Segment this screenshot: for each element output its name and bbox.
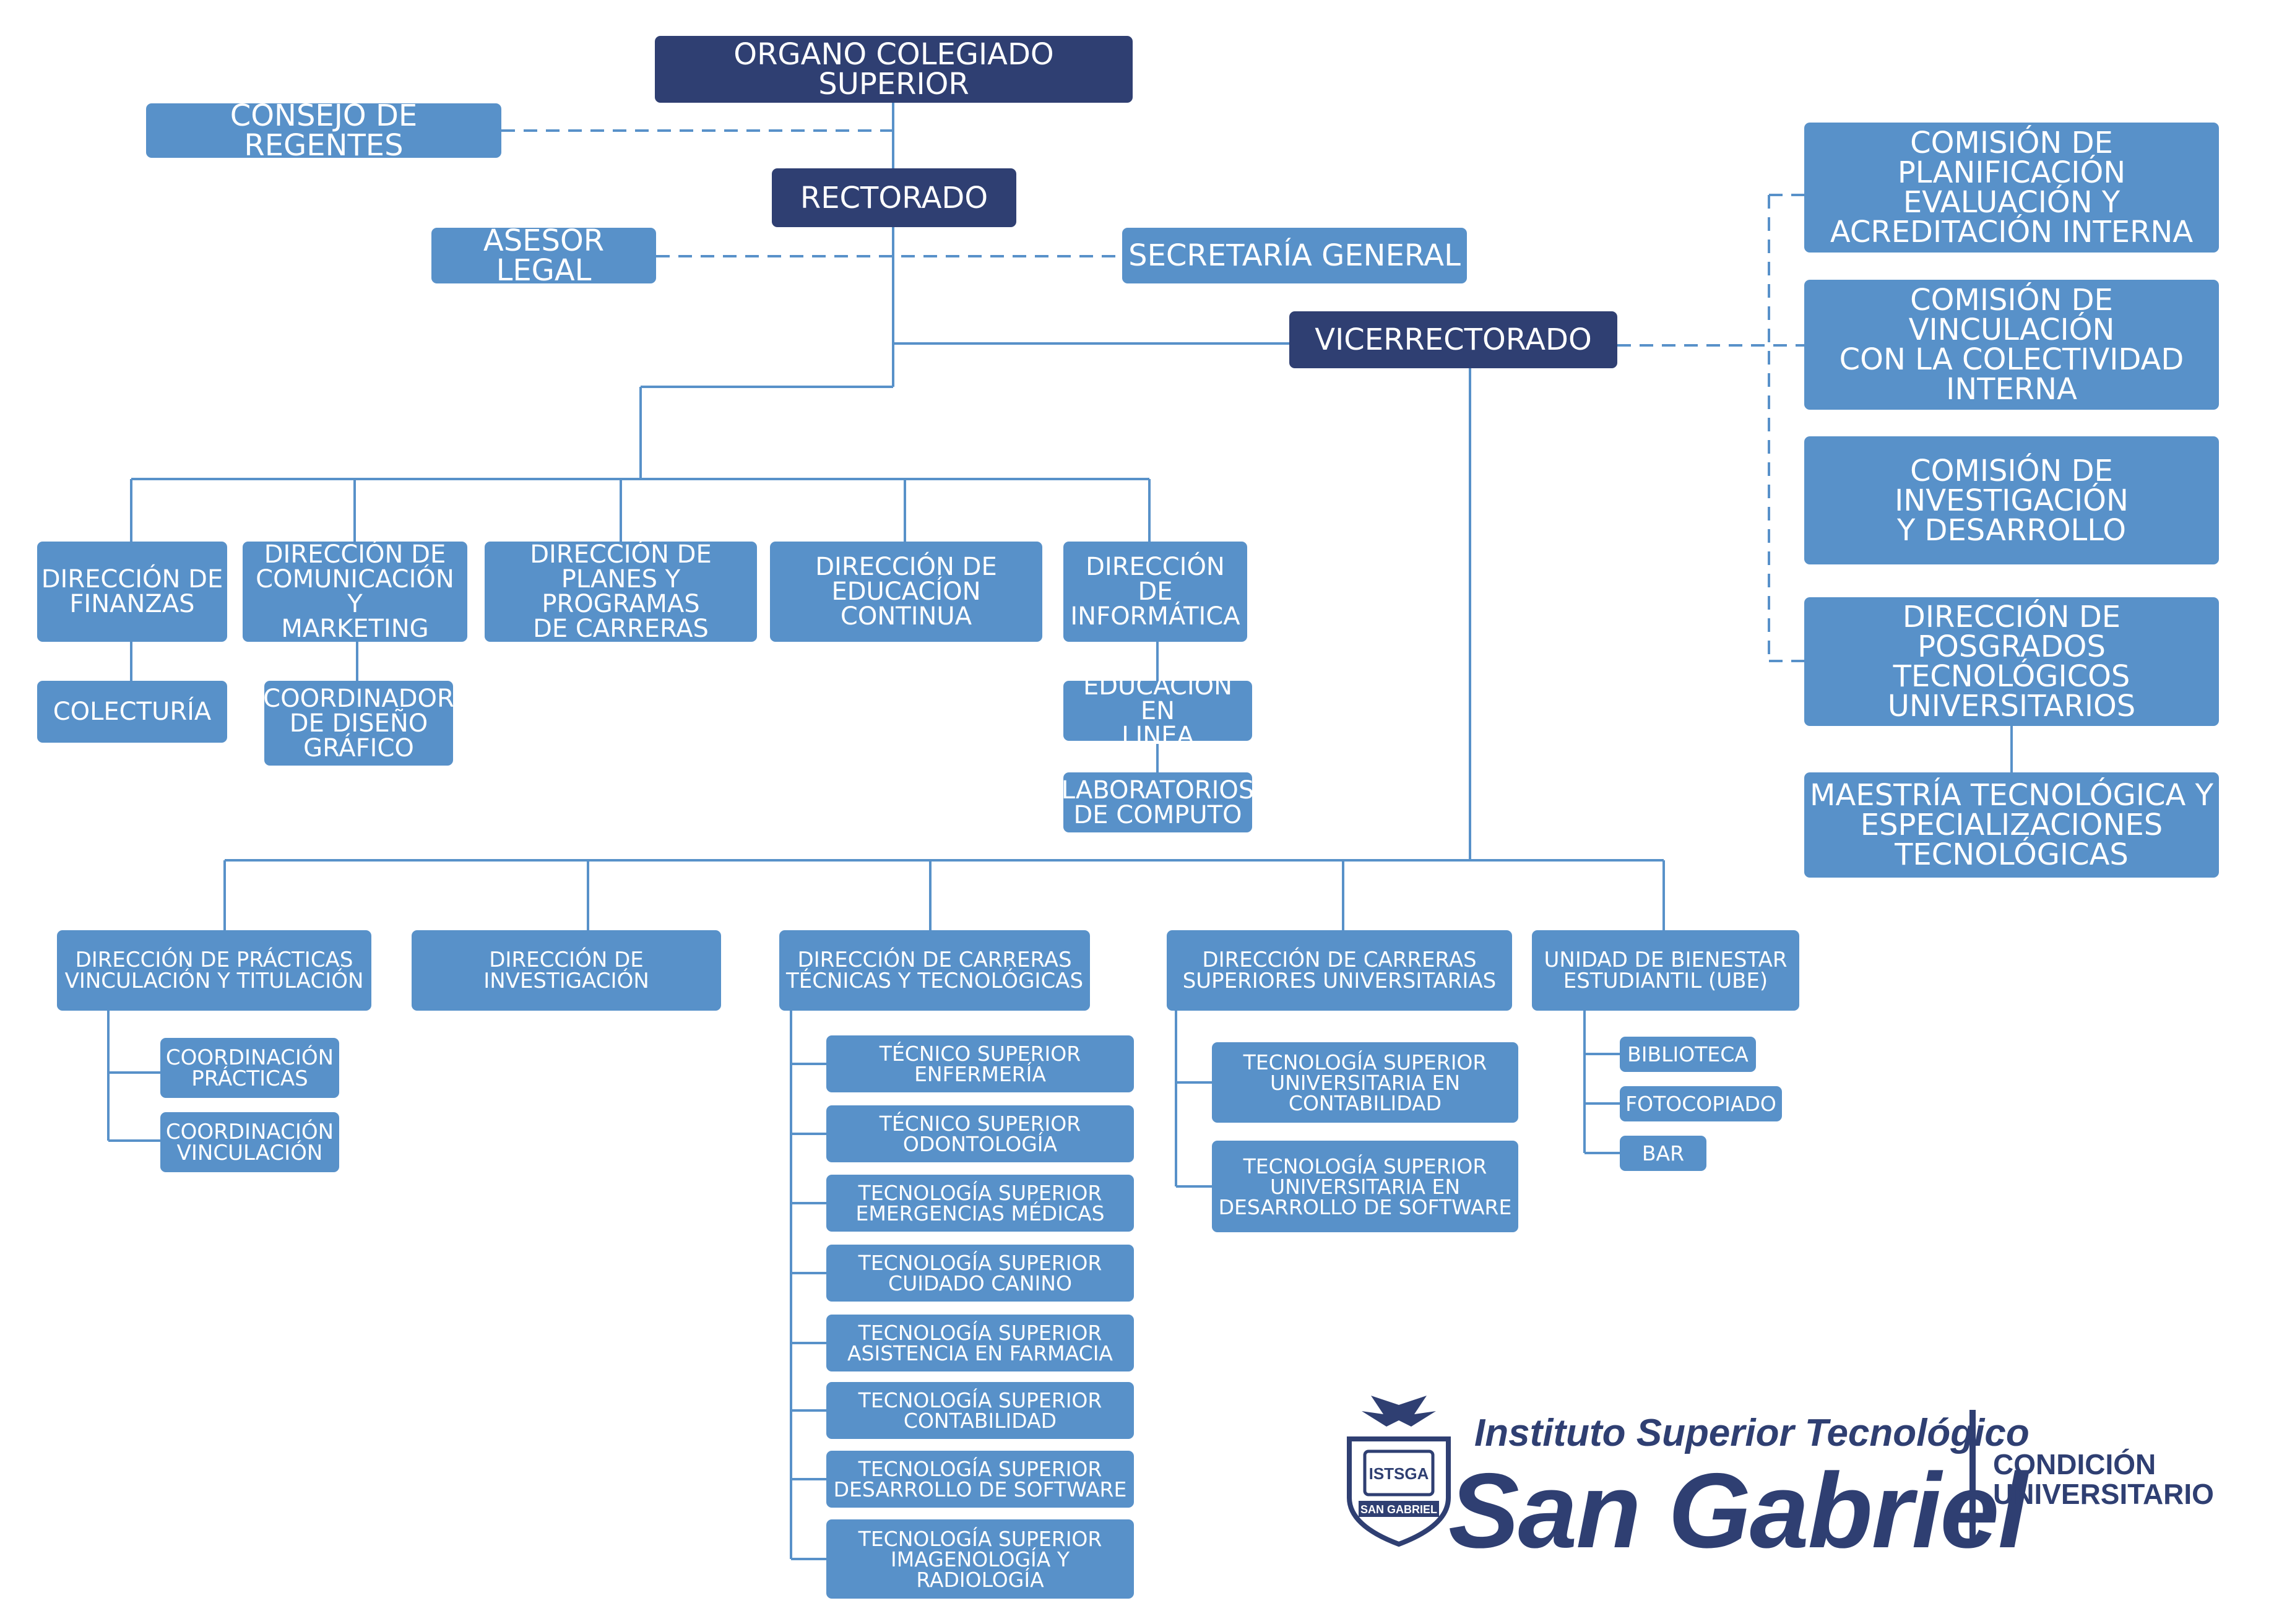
box-label: TÉCNICO SUPERIOR ENFERMERÍA: [879, 1042, 1081, 1086]
box-label: DIRECCIÓN DE PRÁCTICAS VINCULACIÓN Y TIT…: [64, 948, 364, 993]
emblem-sub: SAN GABRIEL: [1360, 1503, 1437, 1516]
box-com-vinculacion: COMISIÓN DE VINCULACIÓN CON LA COLECTIVI…: [1804, 280, 2219, 410]
box-label: CONSEJO DE REGENTES: [230, 98, 418, 163]
box-label: TÉCNICO SUPERIOR ODONTOLOGÍA: [879, 1112, 1081, 1156]
box-label: DIRECCIÓN DE POSGRADOS TECNOLÓGICOS UNIV…: [1887, 600, 2136, 723]
box-label: COMISIÓN DE VINCULACIÓN CON LA COLECTIVI…: [1839, 283, 2184, 407]
box-colecturia: COLECTURÍA: [37, 681, 227, 743]
box-vicerrectorado: VICERRECTORADO: [1289, 311, 1617, 368]
box-dir-practicas: DIRECCIÓN DE PRÁCTICAS VINCULACIÓN Y TIT…: [57, 930, 371, 1011]
box-maestria: MAESTRÍA TECNOLÓGICA Y ESPECIALIZACIONES…: [1804, 772, 2219, 878]
box-label: TECNOLOGÍA SUPERIOR DESARROLLO DE SOFTWA…: [833, 1457, 1127, 1501]
box-dir-informatica: DIRECCIÓN DE INFORMÁTICA: [1063, 542, 1247, 642]
logo-condition: CONDICIÓN UNIVERSITARIO: [1993, 1448, 2214, 1511]
emblem-icon: ISTSGA SAN GABRIEL: [1347, 1396, 1451, 1547]
box-tec-contabilidad: TECNOLOGÍA SUPERIOR CONTABILIDAD: [826, 1382, 1134, 1439]
logo-name: San Gabriel: [1448, 1451, 2028, 1570]
box-label: BAR: [1641, 1141, 1685, 1165]
box-label: TECNOLOGÍA SUPERIOR IMAGENOLOGÍA Y RADIO…: [858, 1526, 1102, 1592]
box-label: EDUCACIÓN EN LINEA: [1083, 672, 1233, 750]
box-dir-comunicacion: DIRECCIÓN DE COMUNICACIÓN Y MARKETING: [243, 542, 467, 642]
box-label: RECTORADO: [800, 180, 988, 215]
box-coord-vinculacion: COORDINACIÓN VINCULACIÓN: [160, 1112, 339, 1172]
box-rectorado: RECTORADO: [772, 168, 1016, 227]
box-dir-educacion: DIRECCIÓN DE EDUCACÍON CONTINUA: [770, 542, 1042, 642]
box-dir-planes: DIRECCIÓN DE PLANES Y PROGRAMAS DE CARRE…: [485, 542, 757, 642]
box-dir-finanzas: DIRECCIÓN DE FINANZAS: [37, 542, 227, 642]
box-label: DIRECCIÓN DE INVESTIGACIÓN: [483, 948, 649, 993]
box-label: DIRECCIÓN DE INFORMÁTICA: [1070, 553, 1240, 631]
box-label: TECNOLOGÍA SUPERIOR CONTABILIDAD: [858, 1388, 1102, 1433]
box-label: DIRECCIÓN DE PLANES Y PROGRAMAS DE CARRE…: [530, 540, 712, 643]
box-laboratorios: LABORATORIOS DE COMPUTO: [1061, 772, 1255, 832]
box-tec-odontologia: TÉCNICO SUPERIOR ODONTOLOGÍA: [826, 1105, 1134, 1162]
box-organo: ORGANO COLEGIADO SUPERIOR: [655, 36, 1133, 103]
box-label: COLECTURÍA: [53, 698, 212, 726]
box-tec-farmacia: TECNOLOGÍA SUPERIOR ASISTENCIA EN FARMAC…: [826, 1315, 1134, 1371]
box-label: TECNOLOGÍA SUPERIOR EMERGENCIAS MÉDICAS: [855, 1181, 1105, 1225]
box-label: DIRECCIÓN DE EDUCACÍON CONTINUA: [815, 553, 997, 631]
box-label: FOTOCOPIADO: [1625, 1092, 1776, 1116]
box-label: COMISIÓN DE INVESTIGACIÓN Y DESARROLLO: [1895, 453, 2129, 548]
box-coord-practicas: COORDINACIÓN PRÁCTICAS: [160, 1038, 339, 1098]
box-univ-software: TECNOLOGÍA SUPERIOR UNIVERSITARIA EN DES…: [1212, 1141, 1518, 1232]
box-label: TECNOLOGÍA SUPERIOR ASISTENCIA EN FARMAC…: [847, 1321, 1113, 1365]
box-label: MAESTRÍA TECNOLÓGICA Y ESPECIALIZACIONES…: [1810, 778, 2213, 872]
box-asesor: ASESOR LEGAL: [431, 223, 656, 288]
box-educacion-linea: EDUCACIÓN EN LINEA: [1063, 674, 1252, 748]
box-consejo: CONSEJO DE REGENTES: [146, 98, 501, 163]
box-fotocopiado: FOTOCOPIADO: [1620, 1086, 1782, 1121]
logo-institute-line: Instituto Superior Tecnológico: [1474, 1412, 2030, 1454]
box-label: DIRECCIÓN DE FINANZAS: [41, 565, 223, 618]
box-dir-investigacion: DIRECCIÓN DE INVESTIGACIÓN: [412, 930, 721, 1011]
box-label: COORDINACIÓN PRÁCTICAS: [165, 1045, 334, 1091]
box-label: UNIDAD DE BIENESTAR ESTUDIANTIL (UBE): [1544, 948, 1788, 993]
box-label: COORDINADOR DE DISEÑO GRÁFICO: [263, 684, 454, 762]
box-label: TECNOLOGÍA SUPERIOR CUIDADO CANINO: [858, 1251, 1102, 1295]
box-label: COMISIÓN DE PLANIFICACIÓN EVALUACIÓN Y A…: [1830, 126, 2194, 249]
box-bar: BAR: [1620, 1136, 1706, 1171]
institute-logo: ISTSGA SAN GABRIEL Instituto Superior Te…: [1337, 1393, 2265, 1570]
box-com-investigacion: COMISIÓN DE INVESTIGACIÓN Y DESARROLLO: [1804, 436, 2219, 564]
box-tec-enfermeria: TÉCNICO SUPERIOR ENFERMERÍA: [826, 1035, 1134, 1092]
box-secretaria: SECRETARÍA GENERAL: [1122, 228, 1467, 283]
box-label: ORGANO COLEGIADO SUPERIOR: [733, 37, 1054, 102]
box-label: DIRECCIÓN DE CARRERAS TÉCNICAS Y TECNOLÓ…: [785, 948, 1084, 993]
box-univ-contabilidad: TECNOLOGÍA SUPERIOR UNIVERSITARIA EN CON…: [1212, 1042, 1518, 1123]
emblem-label: ISTSGA: [1369, 1464, 1429, 1483]
logo-separator: [1969, 1410, 1976, 1540]
box-dir-posgrados: DIRECCIÓN DE POSGRADOS TECNOLÓGICOS UNIV…: [1804, 597, 2219, 726]
box-dir-carreras-tec: DIRECCIÓN DE CARRERAS TÉCNICAS Y TECNOLÓ…: [779, 930, 1090, 1011]
box-coord-diseno: COORDINADOR DE DISEÑO GRÁFICO: [263, 681, 454, 766]
box-label: BIBLIOTECA: [1627, 1042, 1749, 1066]
box-label: ASESOR LEGAL: [483, 223, 605, 288]
box-label: LABORATORIOS DE COMPUTO: [1061, 775, 1255, 829]
box-label: VICERRECTORADO: [1315, 322, 1592, 357]
box-tec-emergencias: TECNOLOGÍA SUPERIOR EMERGENCIAS MÉDICAS: [826, 1175, 1134, 1232]
box-dir-carreras-sup: DIRECCIÓN DE CARRERAS SUPERIORES UNIVERS…: [1167, 930, 1512, 1011]
box-biblioteca: BIBLIOTECA: [1620, 1037, 1756, 1072]
box-label: COORDINACIÓN VINCULACIÓN: [165, 1119, 334, 1165]
box-label: TECNOLOGÍA SUPERIOR UNIVERSITARIA EN CON…: [1243, 1050, 1487, 1115]
box-label: DIRECCIÓN DE CARRERAS SUPERIORES UNIVERS…: [1182, 948, 1497, 993]
box-tec-canino: TECNOLOGÍA SUPERIOR CUIDADO CANINO: [826, 1245, 1134, 1302]
box-ube: UNIDAD DE BIENESTAR ESTUDIANTIL (UBE): [1532, 930, 1799, 1011]
box-label: TECNOLOGÍA SUPERIOR UNIVERSITARIA EN DES…: [1218, 1154, 1512, 1219]
box-label: DIRECCIÓN DE COMUNICACIÓN Y MARKETING: [256, 540, 454, 643]
box-tec-imagenologia: TECNOLOGÍA SUPERIOR IMAGENOLOGÍA Y RADIO…: [826, 1519, 1134, 1599]
box-com-planificacion: COMISIÓN DE PLANIFICACIÓN EVALUACIÓN Y A…: [1804, 123, 2219, 253]
box-label: SECRETARÍA GENERAL: [1128, 238, 1461, 273]
box-tec-software: TECNOLOGÍA SUPERIOR DESARROLLO DE SOFTWA…: [826, 1451, 1134, 1508]
